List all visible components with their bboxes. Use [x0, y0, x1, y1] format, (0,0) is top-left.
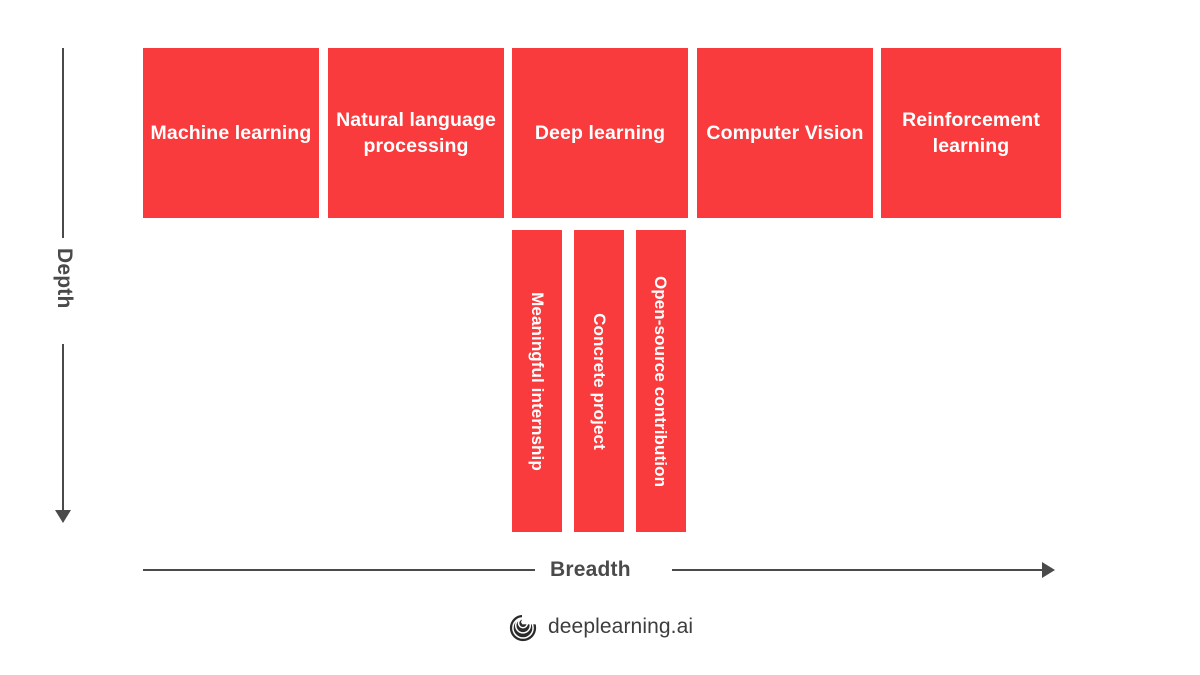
breadth-block-label: Natural language processing	[336, 108, 496, 157]
breadth-block[interactable]: Reinforcement learning	[881, 48, 1061, 218]
depth-bar-label-holder: Open-source contribution	[636, 230, 686, 532]
breadth-block[interactable]: Machine learning	[143, 48, 319, 218]
depth-bar-label: Concrete project	[589, 312, 609, 450]
breadth-axis-line-right	[672, 569, 1044, 571]
brand-footer: deeplearning.ai	[508, 612, 693, 642]
breadth-block[interactable]: Computer Vision	[697, 48, 873, 218]
depth-bar-label: Open-source contribution	[651, 275, 671, 487]
depth-bar[interactable]: Meaningful internship	[512, 230, 562, 532]
breadth-block-label: Reinforcement learning	[902, 108, 1040, 157]
depth-bar-label-holder: Meaningful internship	[512, 230, 562, 532]
depth-axis-line-upper	[62, 48, 64, 238]
depth-bar-label-holder: Concrete project	[574, 230, 624, 532]
breadth-axis-label: Breadth	[550, 558, 631, 581]
breadth-block[interactable]: Deep learning	[512, 48, 688, 218]
depth-bar-label: Meaningful internship	[527, 291, 547, 471]
brand-name: deeplearning.ai	[548, 615, 694, 638]
depth-bar[interactable]: Open-source contribution	[636, 230, 686, 532]
depth-axis-line-lower	[62, 344, 64, 512]
breadth-block-label: Deep learning	[534, 121, 666, 144]
depth-axis-arrowhead-icon	[55, 510, 71, 523]
depth-axis-label: Depth	[53, 248, 76, 309]
breadth-block[interactable]: Natural language processing	[328, 48, 504, 218]
breadth-block-label: Computer Vision	[706, 121, 864, 144]
breadth-axis-line-left	[143, 569, 535, 571]
deeplearning-ai-logo-icon	[508, 612, 538, 642]
depth-bar[interactable]: Concrete project	[574, 230, 624, 532]
breadth-axis-arrowhead-icon	[1042, 562, 1055, 578]
breadth-block-label: Machine learning	[150, 121, 312, 144]
